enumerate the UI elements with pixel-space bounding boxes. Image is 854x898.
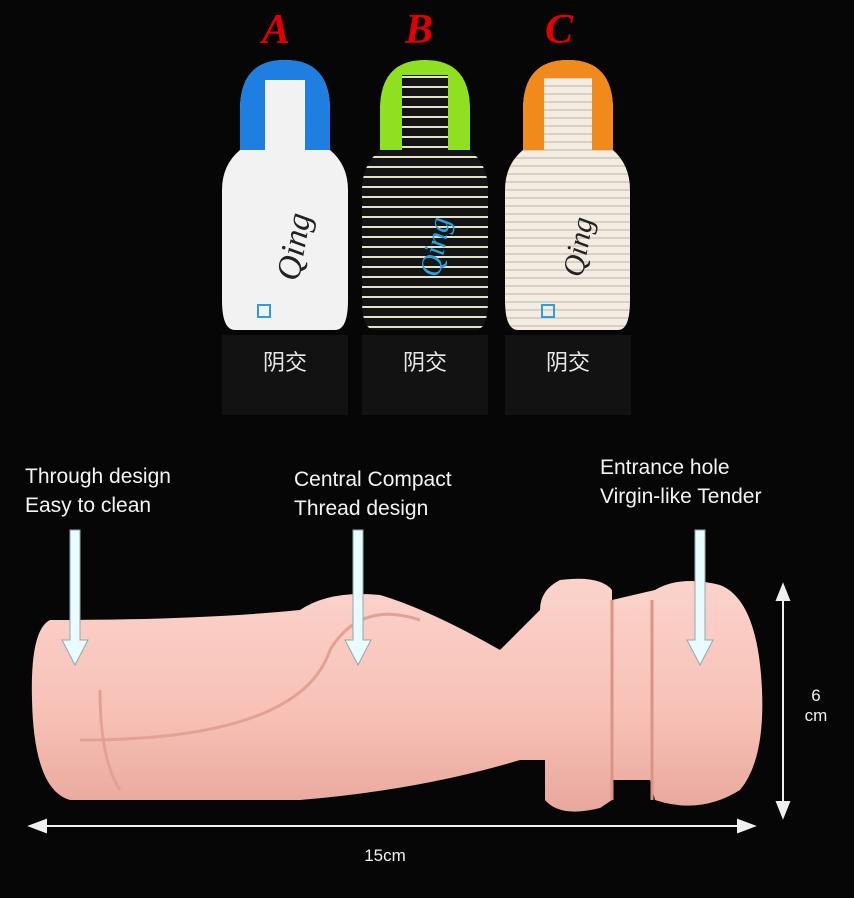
feature-line: Virgin-like Tender bbox=[600, 485, 762, 508]
cup-b: Qing bbox=[362, 60, 488, 330]
feature-line: Easy to clean bbox=[25, 494, 152, 517]
cup-a: Qing bbox=[222, 60, 348, 330]
feature-line: Entrance hole bbox=[600, 456, 730, 479]
feature-line: Through design bbox=[25, 465, 171, 488]
feature-through-design: Through design Easy to clean bbox=[25, 462, 171, 520]
length-dimension-label: 15cm bbox=[364, 846, 406, 865]
cup-a-label: 阴交 bbox=[263, 351, 308, 376]
feature-arrows bbox=[61, 529, 714, 667]
height-dimension-label: 6 cm bbox=[796, 686, 836, 726]
cup-c: Qing bbox=[505, 60, 630, 330]
height-dimension-arrow bbox=[775, 582, 791, 820]
height-unit: cm bbox=[804, 706, 828, 725]
height-value: 6 bbox=[811, 686, 821, 705]
feature-entrance-hole: Entrance hole Virgin-like Tender bbox=[600, 453, 761, 511]
product-body bbox=[31, 578, 763, 812]
variant-label-b: B bbox=[405, 7, 434, 53]
feature-line: Thread design bbox=[294, 497, 429, 520]
variant-label-c: C bbox=[545, 7, 574, 53]
feature-line: Central Compact bbox=[294, 468, 452, 491]
feature-thread-design: Central Compact Thread design bbox=[294, 465, 452, 523]
variant-label-a: A bbox=[262, 7, 291, 53]
cup-c-label: 阴交 bbox=[546, 351, 591, 376]
length-dimension-arrow bbox=[27, 818, 757, 834]
cup-b-label: 阴交 bbox=[403, 351, 448, 376]
